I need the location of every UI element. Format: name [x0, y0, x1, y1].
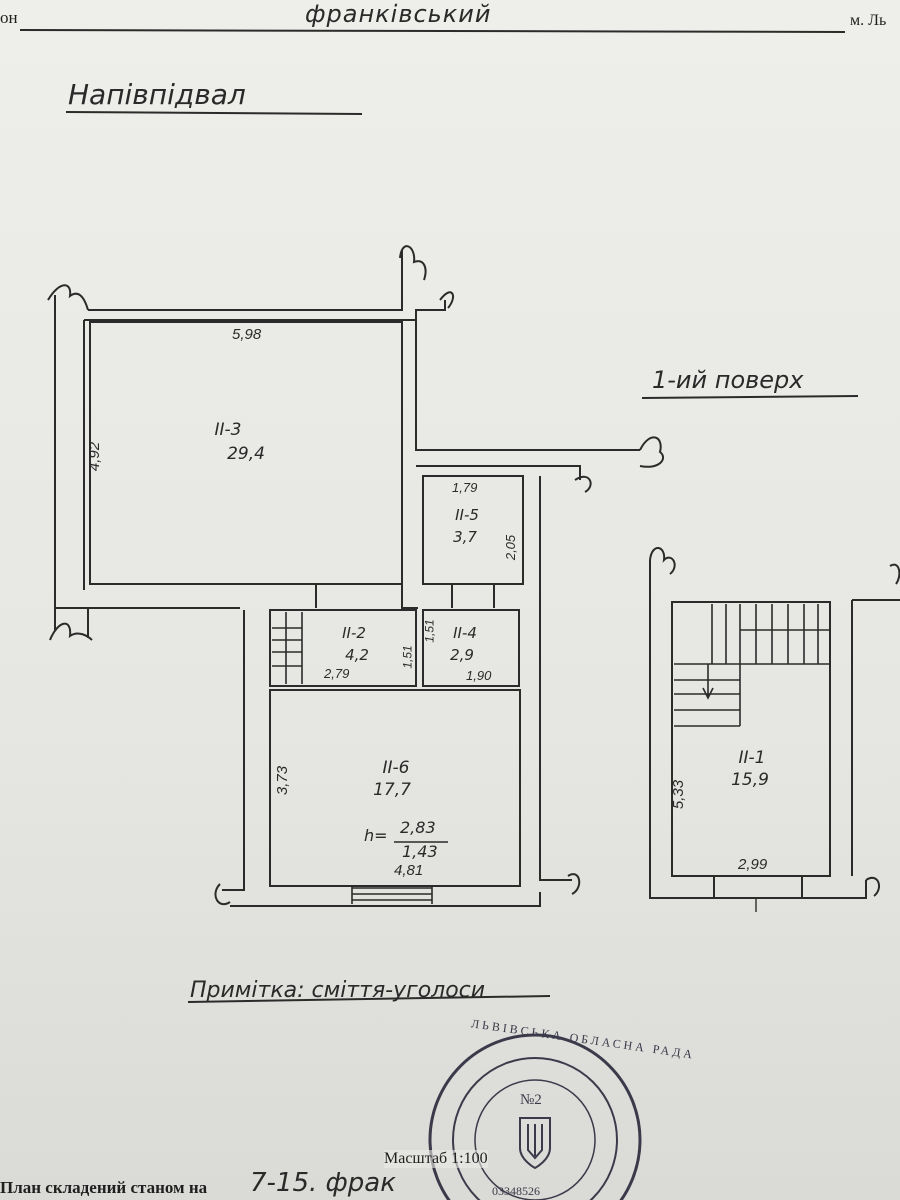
room-II-1-area: 15,9 — [731, 770, 769, 790]
room-II-2-outline — [269, 609, 417, 687]
corridor-wall-f — [539, 476, 572, 881]
title-underline — [65, 111, 363, 115]
stamp-number: №2 — [520, 1092, 542, 1108]
basement-top-wall-inner — [84, 300, 446, 321]
first-floor-title: 1-ий поверх — [652, 366, 804, 394]
room-II-1-id: II-1 — [738, 748, 766, 768]
height-denominator: 1,43 — [402, 842, 438, 861]
break-symbol-east — [639, 436, 665, 468]
plan-date-label: План складений станом на — [0, 1178, 208, 1197]
room-II-2-id: II-2 — [342, 624, 366, 642]
corridor-wall-b — [401, 584, 418, 609]
semi-basement-title: Напівпідвал — [68, 78, 246, 111]
room-II-3-area: 29,4 — [227, 444, 265, 464]
height-numerator: 2,83 — [400, 818, 436, 837]
room-II-5-outline — [422, 475, 524, 585]
header-left-fragment: он — [0, 8, 18, 27]
corridor-wall-e — [416, 465, 581, 480]
break-symbol-east-2 — [574, 475, 592, 493]
dim-205: 2,05 — [503, 534, 519, 561]
break-symbol-top-left — [47, 284, 89, 311]
first-floor-west-wall — [649, 560, 867, 899]
break-symbol-bottom-left-2 — [214, 883, 231, 905]
break-symbol-bottom-left — [49, 622, 93, 641]
room-II-4-outline — [422, 609, 520, 687]
note-text: Примітка: сміття-уголоси — [190, 978, 486, 1003]
dim-598: 5,98 — [232, 326, 262, 343]
dim-481: 4,81 — [394, 862, 424, 879]
coat-of-arms-icon — [519, 1117, 551, 1170]
stamp-code: 03348526 — [492, 1184, 540, 1198]
room-II-6-id: II-6 — [382, 758, 410, 778]
dim-373: 3,73 — [274, 765, 292, 796]
break-symbol-ff-right — [865, 877, 881, 897]
first-floor-title-underline — [641, 395, 859, 399]
dim-299: 2,99 — [738, 856, 768, 873]
break-symbol-ff-top-right — [889, 563, 900, 585]
corridor-wall-c — [54, 607, 240, 630]
height-prefix: h= — [364, 826, 388, 845]
room-II-6-area: 17,7 — [373, 780, 411, 800]
break-symbol-right-mid — [439, 291, 455, 309]
dim-151a: 1,51 — [400, 645, 415, 669]
plan-date-value: 7-15. фрак — [250, 1168, 396, 1198]
basement-stairs — [272, 612, 303, 684]
dim-533: 5,33 — [670, 779, 688, 810]
dim-190: 1,90 — [466, 668, 492, 683]
scale-text: Масштаб 1:100 — [384, 1150, 488, 1168]
header-district: франківський — [305, 0, 492, 28]
room-II-4-area: 2,9 — [450, 646, 474, 664]
dim-279: 2,79 — [324, 666, 350, 681]
room-II-5-id: II-5 — [455, 506, 479, 524]
room-II-6-outline — [269, 689, 521, 887]
dim-179: 1,79 — [452, 480, 478, 495]
note-underline — [187, 995, 551, 1003]
dim-151b: 1,51 — [422, 619, 437, 643]
break-symbol-top-right — [399, 245, 427, 281]
room-II-5-area: 3,7 — [453, 528, 477, 546]
room-II-4-id: II-4 — [453, 624, 477, 642]
break-symbol-ff-top — [649, 547, 676, 575]
room-II-3-outline — [89, 321, 403, 585]
basement-top-wall — [88, 250, 403, 311]
official-stamp — [428, 1033, 642, 1200]
corridor-wall-a — [415, 320, 640, 451]
room-II-1-outline — [671, 601, 831, 877]
basement-west-wall — [222, 610, 245, 891]
dim-492: 4,92 — [86, 441, 104, 472]
basement-bottom-wall — [230, 892, 541, 907]
room-II-2-area: 4,2 — [345, 646, 369, 664]
entry-steps — [351, 886, 433, 904]
room-II-3-id: II-3 — [214, 420, 242, 440]
first-floor-stairs — [674, 604, 830, 727]
header-city: м. Ль — [850, 12, 887, 29]
header-underline — [19, 29, 846, 33]
break-symbol-bottom-right — [567, 873, 581, 895]
